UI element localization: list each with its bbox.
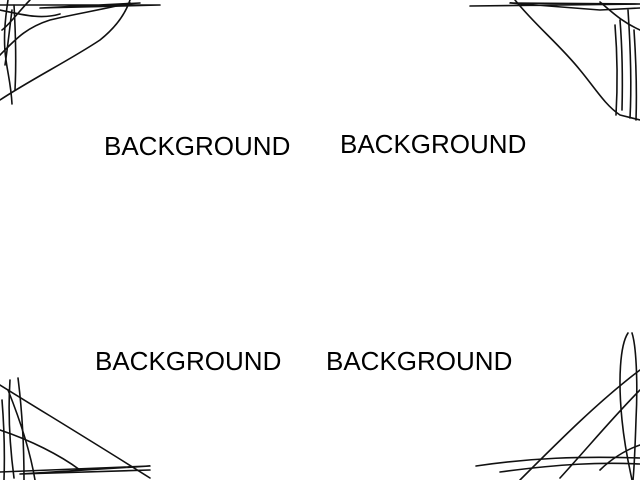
scribble-top-right: [469, 0, 640, 121]
scribble-bottom-left: [0, 377, 151, 480]
background-label-4: BACKGROUND: [326, 346, 513, 376]
background-label-3: BACKGROUND: [95, 346, 282, 376]
scribble-bottom-right: [475, 332, 640, 480]
background-label-2: BACKGROUND: [340, 129, 527, 159]
background-label-1: BACKGROUND: [104, 131, 291, 161]
scribble-top-left: [0, 0, 161, 105]
